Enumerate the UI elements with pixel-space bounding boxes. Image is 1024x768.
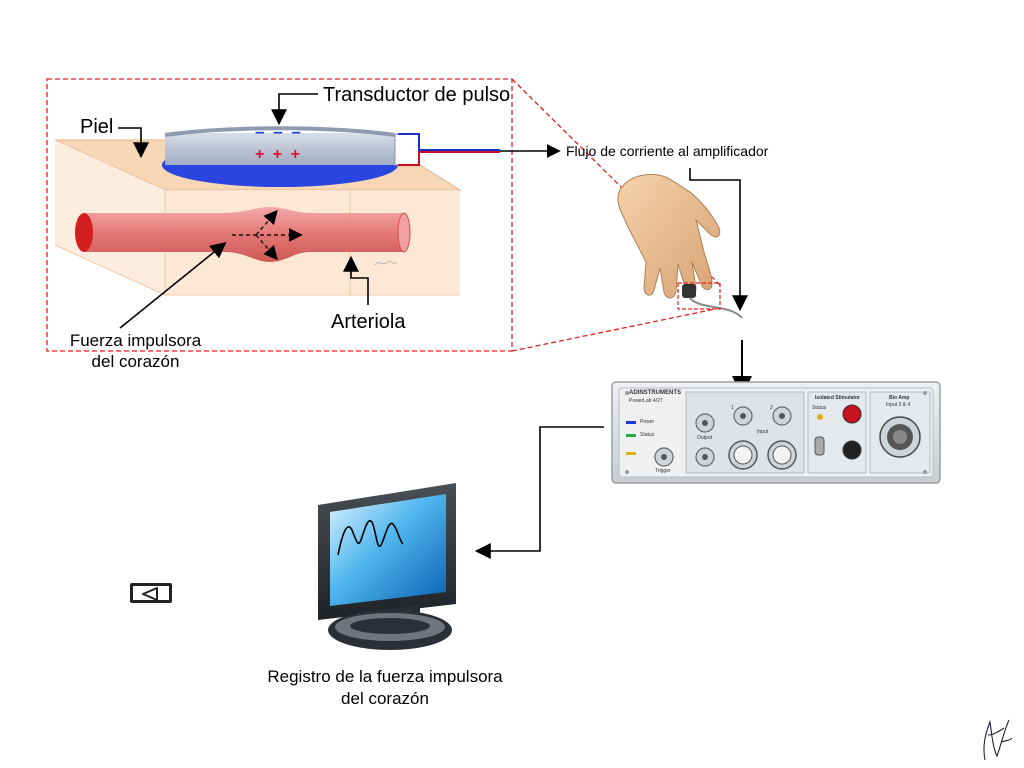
positive-charges: + + + — [255, 146, 302, 163]
bioamp-sub: Input 3 & 4 — [886, 402, 911, 408]
back-triangle-icon — [142, 587, 158, 601]
recording-line-2: del corazón — [341, 689, 429, 708]
bioamp-title: Bio Amp — [889, 395, 910, 401]
author-signature — [983, 719, 1013, 761]
back-button[interactable] — [130, 583, 172, 603]
device-brand: ADINSTRUMENTS — [629, 390, 681, 396]
artery — [75, 207, 411, 266]
device-channel-2: 2 — [770, 405, 773, 411]
device-input-label: Input — [757, 429, 769, 435]
device-status-label: Status — [640, 432, 655, 438]
heart-force-line-2: del corazón — [91, 352, 180, 371]
powerlab-device — [611, 381, 941, 484]
stimulator-status: Status — [812, 405, 827, 411]
recording-label: Registro de la fuerza impulsora del cora… — [250, 666, 520, 710]
stimulator-title: Isolated Stimulator — [815, 395, 861, 401]
transducer-label: Transductor de pulso — [323, 84, 511, 106]
negative-charges: – – – — [255, 122, 303, 141]
device-power-label: Power — [640, 419, 655, 425]
arteriole-label: Arteriola — [331, 311, 406, 333]
pulse-transducer — [162, 126, 420, 187]
heart-force-label: Fuerza impulsora del corazón — [58, 330, 213, 372]
recording-line-1: Registro de la fuerza impulsora — [267, 667, 503, 686]
transducer-wires — [398, 133, 500, 166]
monitor — [318, 483, 456, 650]
device-channel-1: 1 — [731, 405, 734, 411]
device-model: PowerLab 4/27 — [629, 398, 663, 404]
skin-label: Piel — [80, 116, 114, 138]
heart-force-line-1: Fuerza impulsora — [69, 331, 202, 350]
hand-illustration — [617, 174, 743, 319]
current-flow-label: Flujo de corriente al amplificador — [566, 143, 769, 159]
device-trigger-label: Trigger — [655, 468, 671, 474]
device-output-label: Output — [697, 435, 713, 441]
